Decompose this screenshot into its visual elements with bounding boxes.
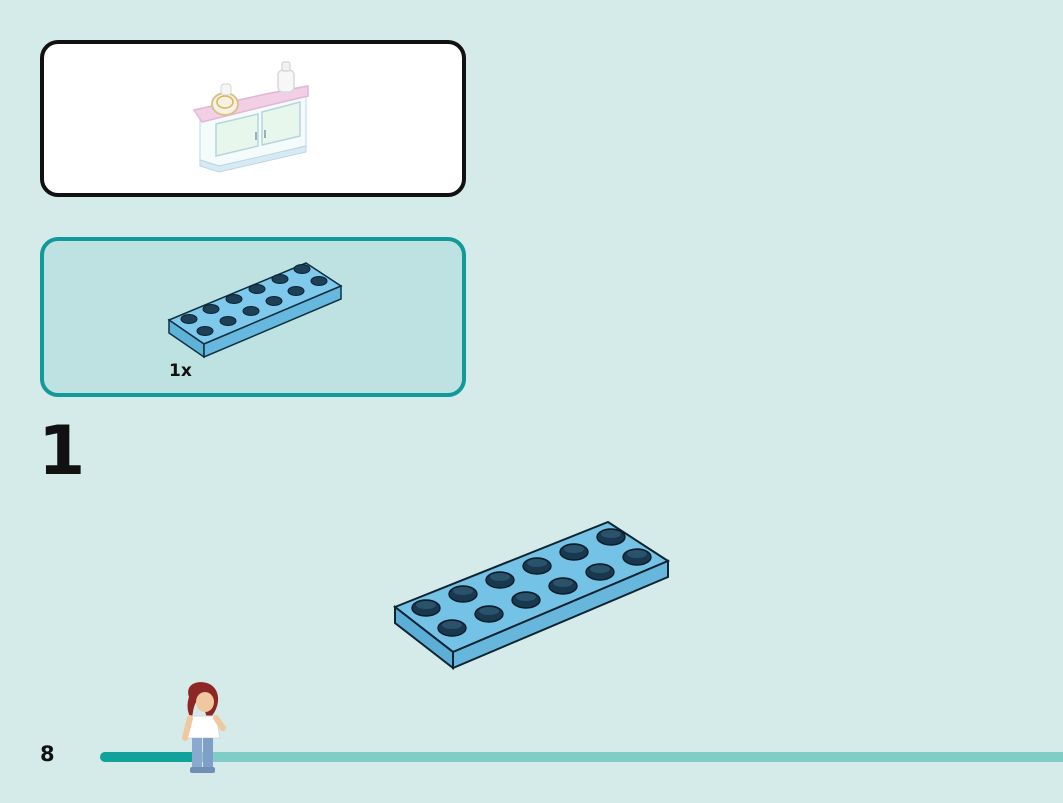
blue-plate-2x6-icon bbox=[167, 262, 343, 359]
preview-panel bbox=[40, 40, 466, 197]
blue-plate-2x6-icon bbox=[393, 520, 671, 671]
part-quantity: 1x bbox=[169, 361, 192, 381]
minifigure-icon bbox=[182, 682, 226, 773]
page-number: 8 bbox=[40, 742, 55, 766]
cabinet-preview-icon bbox=[192, 61, 309, 173]
parts-panel: 1x bbox=[40, 237, 466, 397]
progress-fill bbox=[100, 752, 196, 762]
progress-bar bbox=[100, 752, 1063, 762]
step-number: 1 bbox=[38, 412, 86, 491]
